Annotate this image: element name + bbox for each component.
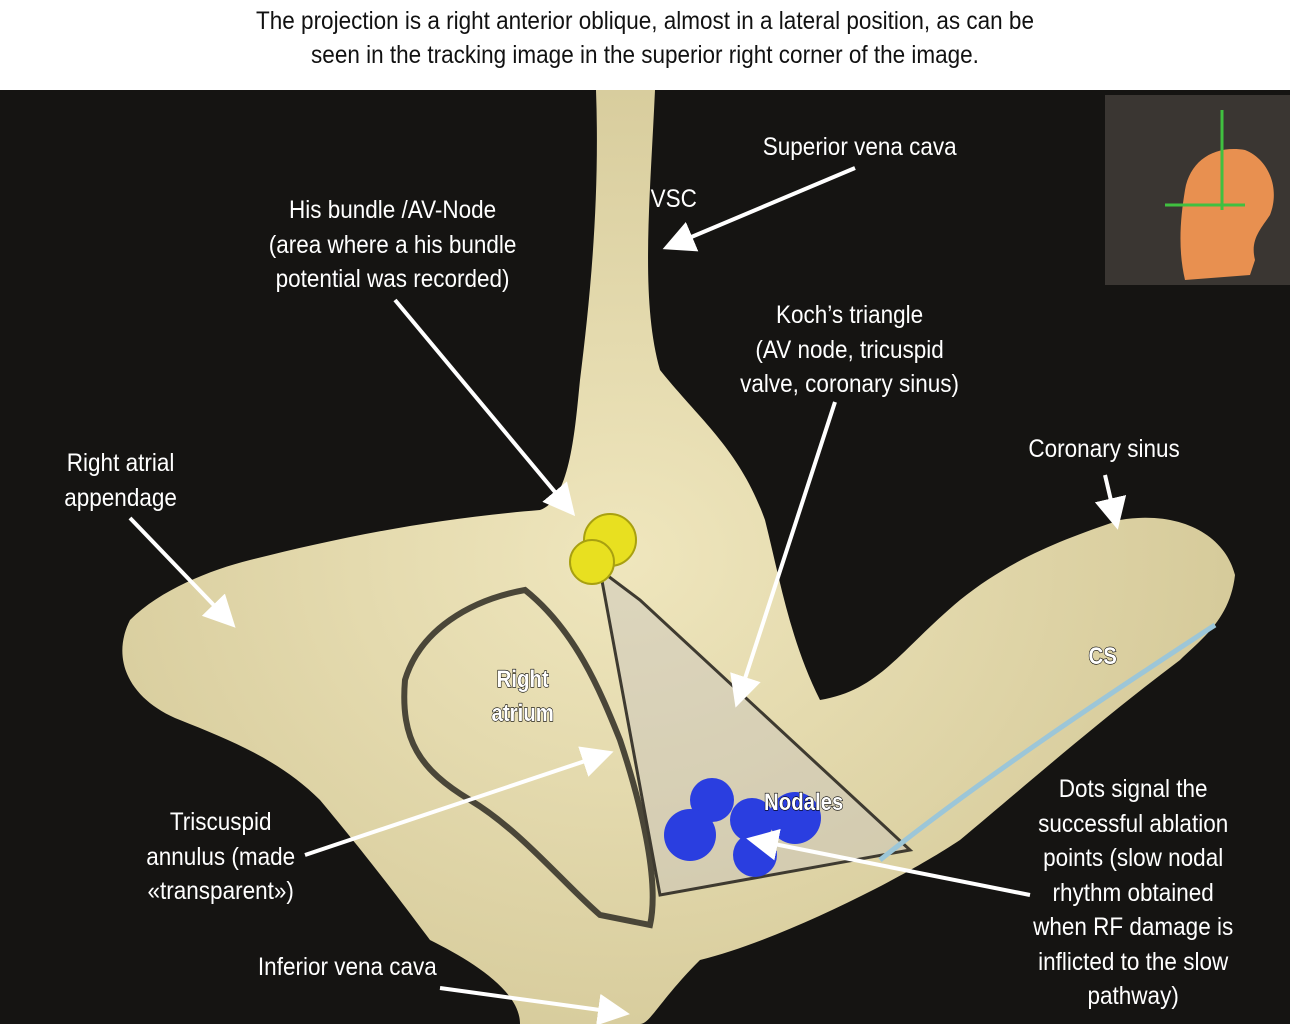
catheter (878, 622, 1217, 862)
dots-line-2: successful ablation (1038, 809, 1229, 838)
heart-render (122, 90, 1290, 1024)
koch-line-3: valve, coronary sinus) (740, 370, 959, 398)
dots-line-5: when RF damage is (1033, 913, 1234, 941)
ta-line-1: Triscuspid (169, 808, 272, 836)
label-koch-triangle: Koch’s triangle (AV node, tricuspid valv… (740, 298, 959, 402)
annotation-arrows (128, 166, 1127, 1024)
label-vsc: VSC (650, 185, 697, 213)
dots-line-6: inflicted to the slow (1038, 947, 1229, 976)
ra-line-1: Right (496, 665, 549, 693)
label-coronary-sinus: Coronary sinus (1028, 435, 1180, 463)
label-superior-vena-cava: Superior vena cava (762, 133, 957, 161)
ra-line-2: atrium (491, 699, 554, 727)
label-right-atrium: Right atrium (491, 663, 554, 731)
tracking-inset (1105, 95, 1290, 285)
dots-line-4: rhythm obtained (1052, 878, 1214, 907)
raa-line-2: appendage (64, 483, 177, 512)
koch-line-1: Koch’s triangle (775, 301, 924, 329)
dots-line-3: points (slow nodal (1043, 844, 1224, 872)
label-ablation-dots: Dots signal the successful ablation poin… (1033, 772, 1233, 1014)
koch-line-2: (AV node, tricuspid (755, 335, 944, 364)
his-line-2: (area where a his bundle (268, 230, 517, 259)
raa-line-1: Right atrial (66, 449, 175, 477)
right-atrium-shell (122, 90, 1235, 1024)
dots-line-1: Dots signal the (1058, 775, 1208, 803)
figure-caption: The projection is a right anterior obliq… (65, 4, 1226, 72)
label-nodales: Nodales (763, 788, 844, 816)
caption-line-1: The projection is a right anterior obliq… (256, 7, 1034, 35)
label-tricuspid-annulus: Triscuspid annulus (made «transparent») (146, 805, 295, 909)
label-right-atrial-appendage: Right atrial appendage (64, 446, 177, 515)
electroanatomic-map (0, 90, 1290, 1024)
tricuspid-annulus (401, 586, 656, 929)
ta-line-3: «transparent») (147, 877, 294, 905)
ta-line-2: annulus (made (146, 842, 296, 871)
his-line-1: His bundle /AV-Node (288, 196, 497, 224)
his-line-3: potential was recorded) (275, 265, 510, 293)
label-his-bundle: His bundle /AV-Node (area where a his bu… (269, 193, 517, 297)
his-bundle-points (569, 513, 637, 585)
dots-line-7: pathway) (1087, 982, 1179, 1010)
caption-line-2: seen in the tracking image in the superi… (311, 41, 979, 69)
label-inferior-vena-cava: Inferior vena cava (257, 953, 437, 981)
label-cs: CS (1088, 642, 1117, 670)
